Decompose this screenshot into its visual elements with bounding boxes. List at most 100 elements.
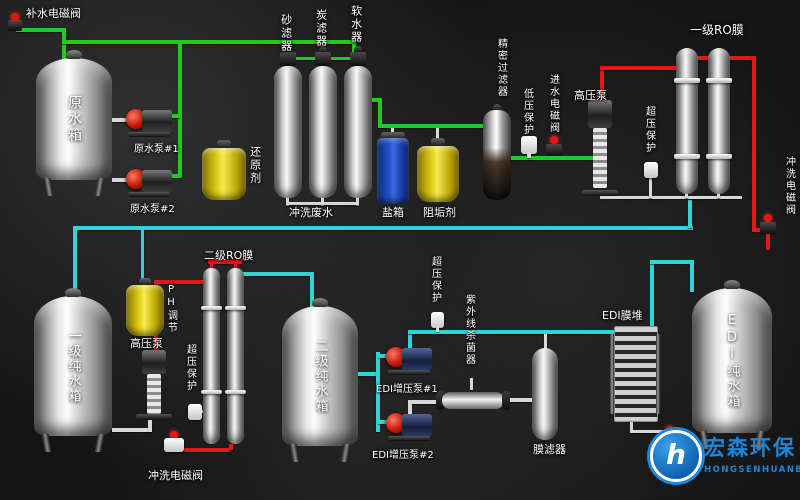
pump-motor [142, 170, 172, 192]
overpressure-top-label: 超压保护 [643, 106, 655, 154]
high-pressure-pump-top [582, 100, 618, 196]
flush-wastewater-label: 冲洗废水 [289, 206, 333, 219]
tank-leg [43, 178, 54, 196]
hp-pump-top-label: 高压泵 [574, 89, 607, 102]
pipe-segment [766, 234, 770, 250]
softener-label: 软水器 [349, 5, 363, 44]
ph-adjust-label: PH调节 [165, 284, 177, 334]
edi-stack [610, 326, 660, 422]
pipe-segment [62, 40, 354, 44]
pipe-segment [511, 156, 595, 160]
pipe-segment [376, 352, 380, 432]
pump-column [147, 374, 161, 414]
filter-control-valve [280, 52, 296, 66]
pipe-segment [508, 398, 534, 402]
tank-leg [41, 434, 52, 452]
filter-valve-knob [284, 46, 292, 53]
pipe-segment [178, 44, 182, 178]
filter-control-valve [315, 52, 331, 66]
pipe-segment [210, 264, 213, 270]
precision-filter-label: 精密过滤器 [495, 38, 507, 98]
pump-base [128, 132, 170, 137]
antiscalant-tank-body [417, 146, 459, 202]
high-pressure-pump-bottom [136, 350, 172, 420]
pipe-segment [184, 448, 231, 452]
membrane-clamp [706, 154, 732, 159]
pure-water-tank-2: 二级纯水箱 [282, 298, 358, 462]
pipe-segment [112, 118, 128, 122]
reducing-agent-tank-body [202, 148, 246, 200]
pipe-segment [630, 420, 633, 432]
filter-body [309, 66, 337, 198]
makeup-valve-label: 补水电磁阀 [26, 7, 81, 20]
pipe-segment [286, 202, 359, 205]
pipe-segment [408, 330, 618, 334]
pipe-segment [600, 66, 680, 70]
pump-motor [588, 100, 612, 128]
pipe-segment [688, 200, 692, 228]
pipe-segment [172, 114, 180, 118]
pipe-segment [112, 428, 152, 432]
softener-vessel [344, 46, 372, 198]
logo-cn-text: 宏森环保 [704, 436, 796, 460]
overpressure-edi-label: 超压保护 [429, 256, 441, 304]
membrane-clamp [225, 306, 246, 310]
raw-pump-2-label: 原水泵#2 [130, 204, 175, 215]
pipe-segment [229, 444, 233, 450]
pump-base [388, 436, 430, 441]
filter-body [274, 66, 302, 198]
pipe-segment [172, 174, 180, 178]
filter-body [344, 66, 372, 198]
raw-water-pump-2 [126, 164, 172, 198]
inlet-solenoid-valve [546, 144, 562, 156]
edi-pump-2-label: EDI增压泵#2 [372, 450, 434, 461]
pipe-segment [408, 402, 412, 416]
salt-tank-label: 盐箱 [382, 206, 404, 219]
hp-pump-bottom-label: 高压泵 [130, 337, 163, 350]
edi-booster-pump-2 [386, 408, 432, 442]
pump-volute [126, 169, 146, 189]
ph-adjust-tank-body [126, 285, 164, 336]
edi-booster-pump-1 [386, 342, 432, 376]
pure-water-tank-1: 一级纯水箱 [34, 288, 112, 452]
valve-indicator-icon [11, 13, 19, 21]
pipe-segment [717, 192, 720, 198]
membrane-housing [203, 268, 220, 444]
salt-tank-body [377, 138, 409, 204]
membrane-clamp [674, 154, 700, 159]
pipe-segment [408, 334, 412, 350]
valve-indicator-icon [550, 136, 558, 144]
pump-column [593, 128, 607, 188]
logo-icon: h [650, 430, 702, 482]
membrane-housing [676, 48, 698, 194]
membrane-clamp [225, 390, 246, 394]
raw-water-tank: 原水箱 [36, 50, 112, 196]
pump-volute [126, 109, 146, 129]
pure-water-tank-2-label: 二级纯水箱 [312, 338, 328, 414]
membrane-housing [227, 268, 244, 444]
ph-adjust-tank [126, 278, 164, 336]
pipe-segment [752, 56, 756, 232]
edi-stack-rod [656, 334, 660, 414]
logo-mark: h [666, 437, 686, 471]
pump-volute [386, 347, 406, 367]
low-pressure-switch [521, 136, 537, 154]
pipe-segment [688, 56, 722, 60]
pump-volute [386, 413, 406, 433]
pipe-segment [378, 420, 388, 424]
pipe-segment [16, 28, 66, 32]
pipe-segment [436, 128, 439, 140]
salt-tank-lid [381, 132, 405, 139]
filter-top-fitting [493, 104, 501, 112]
dosing-cap [431, 138, 445, 146]
pipe-segment [310, 272, 314, 308]
filter-valve-knob [354, 46, 362, 53]
reducing-agent-label: 还原剂 [248, 146, 262, 185]
carbon-filter-label: 炭滤器 [314, 9, 328, 48]
sand-filter-label: 砂滤器 [279, 14, 293, 53]
raw-pump-1-label: 原水泵#1 [134, 144, 179, 155]
salt-tank [377, 132, 409, 204]
membrane-housing [708, 48, 730, 194]
tank-cap [724, 280, 740, 289]
